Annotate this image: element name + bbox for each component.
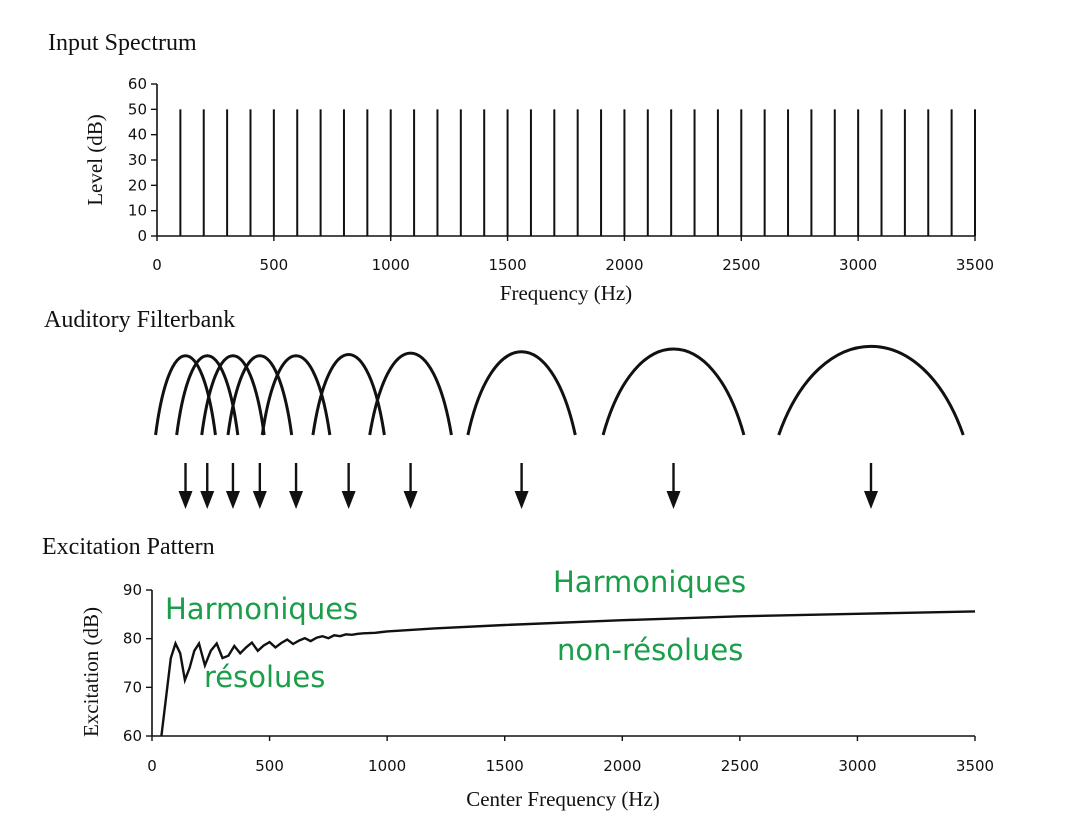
excitation-ytick-label: 70 bbox=[123, 678, 142, 696]
input-spectrum-plot: 0 10 20 30 40 50 60 0 500 1000 1500 2000 2500 3000 35… bbox=[128, 75, 994, 274]
auditory-filter-curve bbox=[175, 354, 240, 436]
filter-output-arrowhead bbox=[252, 491, 267, 509]
input-spectrum-xlabel: Frequency (Hz) bbox=[500, 281, 632, 305]
filter-output-arrowhead bbox=[200, 491, 215, 509]
input-spectrum-title: Input Spectrum bbox=[48, 30, 197, 56]
filterbank-title: Auditory Filterbank bbox=[44, 307, 235, 333]
annotation-resolved-line1: Harmoniques bbox=[165, 592, 358, 626]
auditory-filter-curve bbox=[154, 354, 217, 436]
input-spectrum-ytick-label: 0 bbox=[137, 227, 147, 245]
excitation-xtick-label: 1000 bbox=[368, 757, 406, 775]
auditory-filter-curve bbox=[777, 345, 965, 436]
filter-output-arrowhead bbox=[514, 491, 529, 509]
filterbank-curves bbox=[154, 345, 965, 436]
filter-output-arrowhead bbox=[225, 491, 240, 509]
input-spectrum-xtick-label: 1000 bbox=[372, 256, 410, 274]
annotation-resolved-line2: résolues bbox=[204, 660, 325, 694]
excitation-title: Excitation Pattern bbox=[42, 534, 215, 560]
input-spectrum-ytick-label: 30 bbox=[128, 151, 147, 169]
annotation-unresolved-line2: non-résolues bbox=[557, 633, 743, 667]
excitation-ytick-label: 90 bbox=[123, 581, 142, 599]
annotation-unresolved-line1: Harmoniques bbox=[553, 565, 746, 599]
excitation-xtick-label: 1500 bbox=[486, 757, 524, 775]
auditory-filter-curve bbox=[260, 354, 332, 436]
input-spectrum-ytick-label: 50 bbox=[128, 100, 147, 118]
excitation-xtick-label: 3000 bbox=[838, 757, 876, 775]
excitation-ytick-label: 60 bbox=[123, 727, 142, 745]
input-spectrum-xtick-label: 500 bbox=[260, 256, 289, 274]
filter-output-arrowhead bbox=[341, 491, 356, 509]
auditory-filter-curve bbox=[200, 354, 266, 436]
excitation-ylabel: Excitation (dB) bbox=[79, 607, 103, 737]
auditory-filter-curve bbox=[311, 353, 386, 436]
filterbank-arrows bbox=[178, 463, 878, 509]
input-spectrum-ytick-label: 60 bbox=[128, 75, 147, 93]
input-spectrum-xtick-label: 3000 bbox=[839, 256, 877, 274]
input-spectrum-xtick-label: 2000 bbox=[605, 256, 643, 274]
filter-output-arrowhead bbox=[178, 491, 193, 509]
excitation-ytick-label: 80 bbox=[123, 630, 142, 648]
auditory-filter-curve bbox=[368, 351, 453, 436]
filter-output-arrowhead bbox=[403, 491, 418, 509]
input-spectrum-xtick-label: 1500 bbox=[488, 256, 526, 274]
filter-output-arrowhead bbox=[289, 491, 304, 509]
input-spectrum-xtick-label: 0 bbox=[152, 256, 162, 274]
excitation-xtick-label: 500 bbox=[255, 757, 284, 775]
excitation-xtick-label: 0 bbox=[147, 757, 157, 775]
excitation-plot: 60 70 80 90 0 500 1000 1500 2000 2500 3000 3500 bbox=[123, 581, 994, 775]
excitation-xlabel: Center Frequency (Hz) bbox=[466, 787, 660, 811]
input-spectrum-ytick-label: 20 bbox=[128, 176, 147, 194]
auditory-filter-curve bbox=[466, 350, 577, 436]
excitation-xtick-label: 3500 bbox=[956, 757, 994, 775]
input-spectrum-ytick-label: 10 bbox=[128, 202, 147, 220]
input-spectrum-xtick-label: 3500 bbox=[956, 256, 994, 274]
input-spectrum-ytick-label: 40 bbox=[128, 126, 147, 144]
input-spectrum-ylabel: Level (dB) bbox=[83, 114, 107, 206]
filter-output-arrowhead bbox=[666, 491, 681, 509]
filter-output-arrowhead bbox=[863, 491, 878, 509]
excitation-xtick-label: 2500 bbox=[721, 757, 759, 775]
auditory-filter-curve bbox=[601, 347, 746, 436]
input-spectrum-xtick-label: 2500 bbox=[722, 256, 760, 274]
excitation-xtick-label: 2000 bbox=[603, 757, 641, 775]
excitation-curve bbox=[160, 610, 976, 737]
auditory-filter-curve bbox=[226, 354, 294, 436]
